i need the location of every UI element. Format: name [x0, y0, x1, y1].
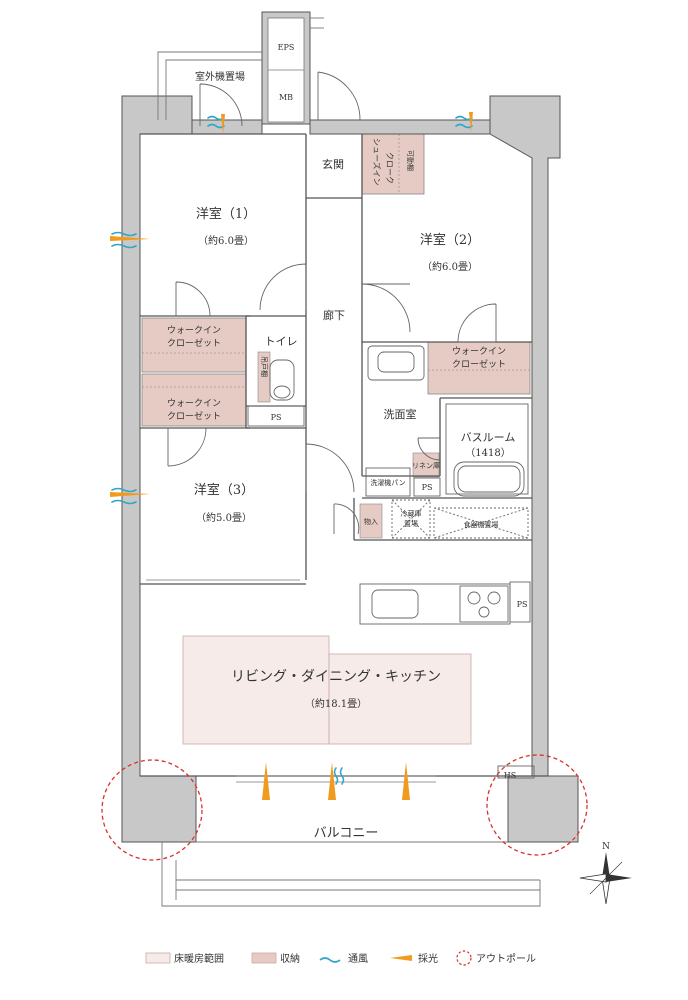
floor-heating-area	[182, 635, 330, 745]
hanging-shelf-label: 吊戸棚	[260, 356, 269, 377]
room-youshitsu2-size: （約6.0畳）	[422, 260, 478, 273]
walkin-a-line2: クローゼット	[167, 337, 221, 349]
ps-kitchen-label: PS	[517, 600, 528, 609]
walkin-closet-c	[427, 341, 531, 395]
daylight-marks	[110, 112, 473, 800]
room-ldk-size: （約18.1畳）	[305, 697, 367, 710]
legend-daylight-label: 採光	[418, 952, 438, 965]
ps-toilet-label: PS	[271, 413, 282, 422]
mono-label: 物入	[364, 517, 378, 526]
mono-storage	[359, 503, 383, 539]
fridge-line1: 冷蔵庫	[401, 509, 422, 518]
eps-label: EPS	[278, 43, 295, 52]
washroom-label: 洗面室	[384, 407, 417, 421]
shoes-in-cloak	[361, 133, 425, 195]
ps-wash-label: PS	[422, 483, 433, 492]
corridor-label: 廊下	[323, 308, 345, 322]
cloak-label: クローク	[385, 152, 394, 184]
fixtures	[247, 345, 535, 779]
outpole-circles	[101, 754, 588, 861]
room-youshitsu2-name: 洋室（2）	[420, 232, 480, 248]
walkin-closet-b	[141, 373, 247, 427]
outdoor-unit-label: 室外機置場	[195, 70, 245, 83]
compass-icon	[579, 852, 632, 905]
legend-storage-label: 収納	[280, 952, 300, 965]
movable-shelf-label: 可動棚	[406, 150, 415, 171]
ventilation-marks	[111, 115, 473, 785]
fridge-line2: 置場	[404, 519, 418, 528]
balcony-label: バルコニー	[314, 826, 379, 841]
room-youshitsu1-name: 洋室（1）	[196, 206, 256, 222]
bathroom-size: （1418）	[465, 447, 510, 459]
room-youshitsu3-name: 洋室（3）	[194, 482, 254, 498]
walkin-c-line2: クローゼット	[452, 358, 506, 370]
legend-ventilation-icon	[319, 957, 341, 963]
dish-shelf-label: 食器棚置場	[464, 520, 499, 529]
floor-heating-area	[328, 653, 472, 745]
toilet-label: トイレ	[265, 335, 298, 348]
walkin-b-line1: ウォークイン	[167, 398, 221, 409]
walkin-a-line1: ウォークイン	[167, 325, 221, 336]
walkin-c-line1: ウォークイン	[452, 346, 506, 357]
shoes-in-label: シューズイン	[372, 138, 382, 186]
walkin-b-line2: クローゼット	[167, 410, 221, 422]
walkin-closet-a	[141, 317, 247, 373]
room-ldk-name: リビング・ダイニング・キッチン	[231, 669, 441, 685]
mb-label: MB	[279, 93, 293, 102]
doors	[167, 71, 497, 535]
linen-cupboard	[412, 452, 440, 478]
entrance-label: 玄関	[322, 157, 344, 171]
legend-outpole-label: アウトポール	[476, 953, 536, 965]
bathroom-name: バスルーム	[461, 431, 516, 444]
room-youshitsu3-size: （約5.0畳）	[196, 511, 252, 524]
compass-n-label: N	[602, 842, 610, 852]
legend-ventilation-label: 通風	[348, 953, 368, 965]
legend: 床暖房範囲 収納 通風 採光 アウトポール	[145, 950, 536, 966]
washer-pan-label: 洗濯機パン	[370, 478, 405, 487]
legend-storage-swatch	[251, 952, 277, 964]
legend-outpole-icon	[456, 950, 472, 966]
room-youshitsu1-size: （約6.0畳）	[198, 234, 254, 247]
linen-label: リネン庫	[412, 461, 440, 470]
legend-daylight-icon	[390, 955, 412, 961]
hs-label: HS	[504, 771, 516, 780]
legend-floor-heating-swatch	[145, 952, 171, 964]
legend-floor-heating-label: 床暖房範囲	[174, 952, 224, 965]
